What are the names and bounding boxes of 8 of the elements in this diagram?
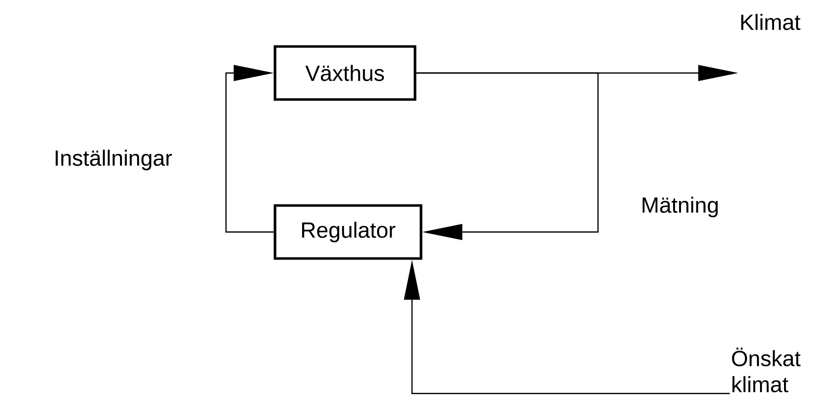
process-box: Växthus — [274, 45, 416, 101]
edge-label: Inställningar — [52, 148, 174, 172]
process-box: Regulator — [274, 204, 422, 260]
edge-label: Mätning — [640, 196, 720, 218]
arrow — [416, 72, 599, 240]
arrow — [225, 64, 274, 233]
signal-label: Önskat klimat — [732, 348, 801, 392]
signal-label: Klimat — [741, 14, 800, 30]
